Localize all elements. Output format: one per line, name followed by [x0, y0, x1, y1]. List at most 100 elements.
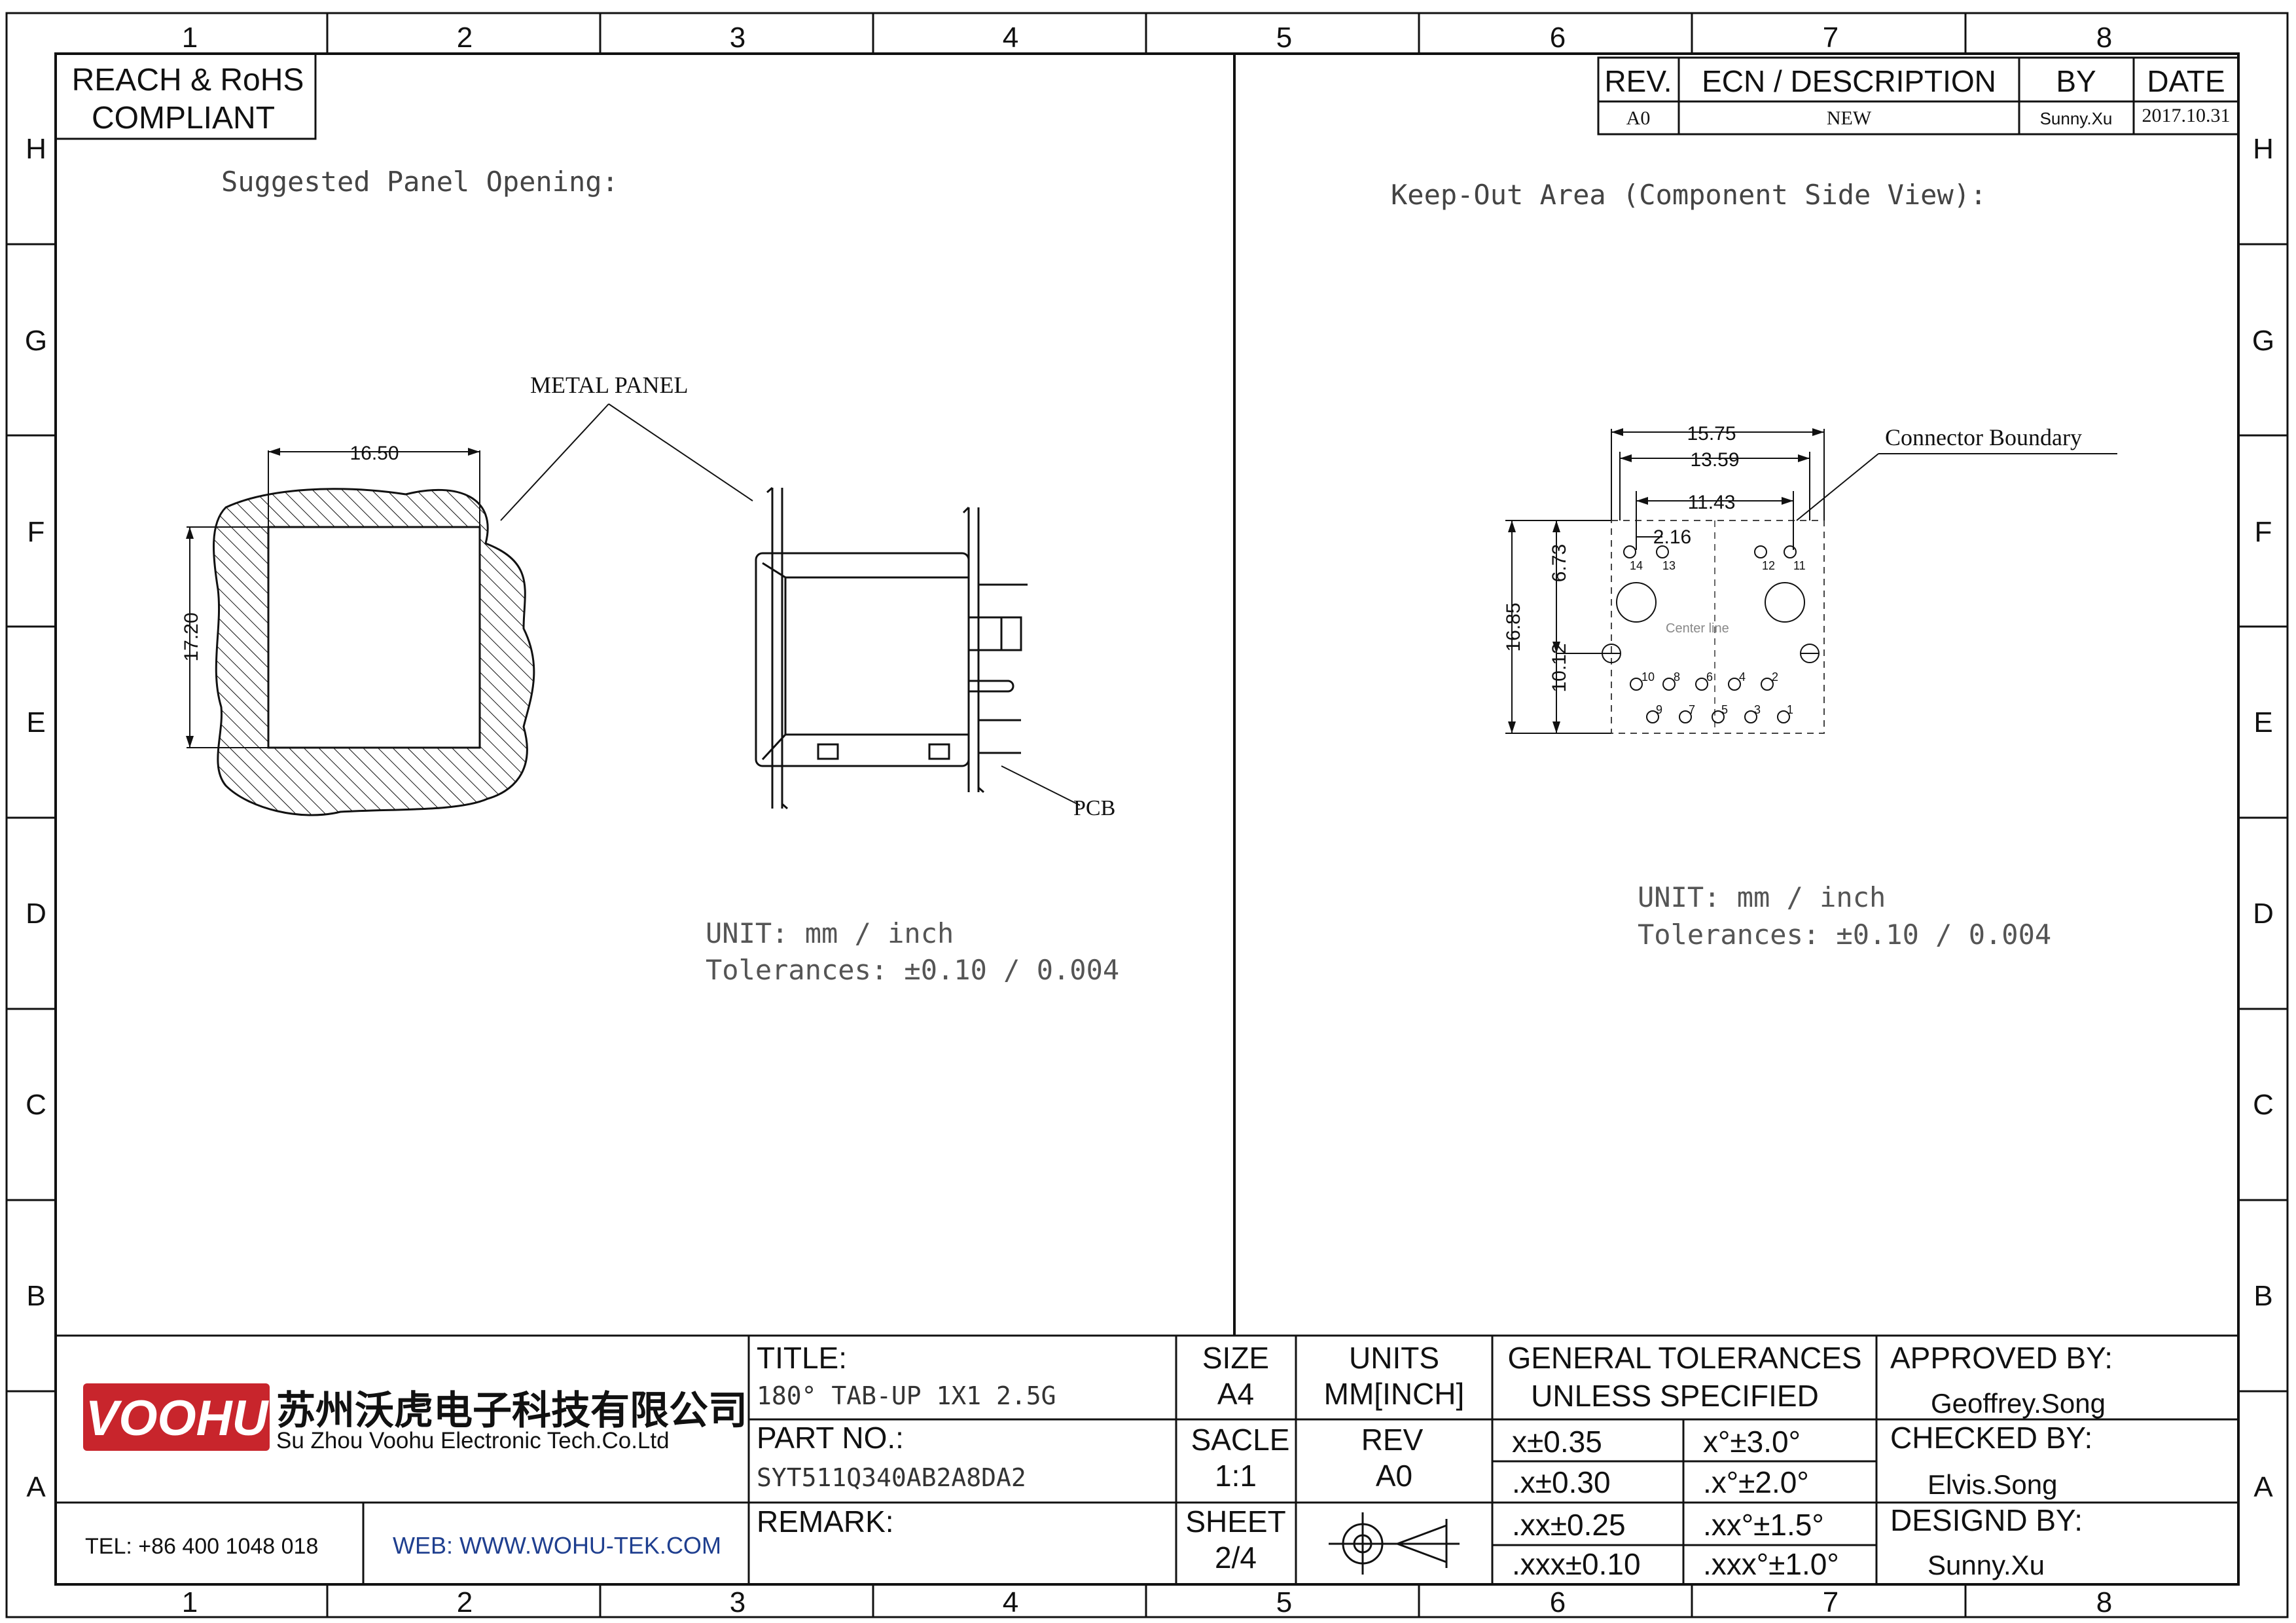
tolerance-cell: .xx±0.25 [1512, 1508, 1626, 1542]
row-label: F [27, 516, 45, 548]
tolerance-cell: .x°±2.0° [1703, 1465, 1809, 1499]
logo-text: VOOHU [86, 1391, 270, 1446]
hatched-panel [213, 488, 535, 816]
tolerance-header: GENERAL TOLERANCES [1507, 1341, 1861, 1375]
general-tolerances: GENERAL TOLERANCES UNLESS SPECIFIED x±0.… [1507, 1341, 1861, 1581]
right-tolerance-note: Tolerances: ±0.10 / 0.004 [1638, 919, 2051, 951]
title-block-labels: TITLE: PART NO.: REMARK: [757, 1341, 904, 1539]
rev-value: A0 [1376, 1459, 1412, 1493]
row-label: B [26, 1280, 45, 1312]
pcb-label: PCB [1073, 796, 1115, 820]
drawing-frame [5, 12, 2289, 1618]
pin-label: 2 [1772, 670, 1778, 684]
dim-13-59: 13.59 [1690, 449, 1739, 471]
date-header: DATE [2147, 64, 2225, 98]
tolerance-cell: .x±0.30 [1512, 1465, 1611, 1499]
row-label: E [2253, 706, 2272, 739]
pin-label: 10 [1641, 670, 1655, 684]
pin-label: 11 [1793, 559, 1806, 572]
title-value: 180° TAB-UP 1X1 2.5G [757, 1381, 1056, 1410]
first-angle-projection-icon [1329, 1512, 1460, 1575]
row-labels: H G F E D C B A H G F E D C B A [25, 133, 2274, 1503]
units-value: MM[INCH] [1324, 1377, 1465, 1411]
col-label: 5 [1276, 1586, 1292, 1618]
designed-by-value: Sunny.Xu [1928, 1550, 2045, 1580]
col-label: 4 [1003, 1586, 1018, 1618]
size-scale-sheet: SIZE A4 SACLE 1:1 SHEET 2/4 UNITS MM[INC… [1185, 1341, 1464, 1575]
dim-10-12: 10.12 [1549, 643, 1570, 692]
col-label: 7 [1823, 22, 1839, 54]
pin-label: 14 [1630, 559, 1643, 572]
rev-cell: A0 [1626, 107, 1651, 129]
connector-boundary-label: Connector Boundary [1885, 424, 2082, 450]
revision-header: REV. ECN / DESCRIPTION BY DATE [1604, 64, 2225, 98]
metal-panel-label: METAL PANEL [530, 372, 688, 398]
col-label: 1 [182, 22, 198, 54]
title-block-grid [56, 1334, 2238, 1584]
row-label: H [26, 133, 46, 165]
approved-by-value: Geoffrey.Song [1931, 1388, 2106, 1419]
right-unit-note: UNIT: mm / inch [1638, 881, 1886, 913]
pin-label: 3 [1754, 703, 1761, 716]
approved-by-label: APPROVED BY: [1890, 1341, 2113, 1375]
column-labels: 1 2 3 4 5 6 7 8 1 2 3 4 5 6 7 8 [182, 22, 2112, 1618]
col-label: 4 [1003, 22, 1018, 54]
col-label: 6 [1550, 1586, 1566, 1618]
row-label: D [2253, 898, 2274, 930]
dim-2-16: 2.16 [1653, 526, 1691, 548]
revision-row: A0 NEW Sunny.Xu 2017.10.31 [1626, 105, 2231, 129]
company-name-en: Su Zhou Voohu Electronic Tech.Co.Ltd [276, 1428, 670, 1453]
compliance-line2: COMPLIANT [92, 101, 275, 136]
checked-by-value: Elvis.Song [1928, 1469, 2057, 1500]
company-name-cn: 苏州沃虎电子科技有限公司 [276, 1389, 747, 1432]
pin-label: 4 [1739, 670, 1746, 684]
tolerance-cell: x±0.35 [1512, 1425, 1602, 1459]
units-label: UNITS [1349, 1341, 1439, 1375]
col-label: 3 [730, 22, 745, 54]
sheet-label: SHEET [1185, 1504, 1285, 1539]
left-unit-note: UNIT: mm / inch [706, 917, 954, 949]
description-cell: NEW [1827, 107, 1872, 129]
tolerance-subheader: UNLESS SPECIFIED [1531, 1379, 1819, 1413]
panel-opening-drawing: 16.50 17.20 [181, 443, 535, 816]
approval-block: APPROVED BY: Geoffrey.Song CHECKED BY: E… [1890, 1341, 2113, 1580]
tolerance-cell: .xxx°±1.0° [1703, 1547, 1839, 1581]
panel-opening-heading: Suggested Panel Opening: [221, 166, 619, 198]
voohu-logo: VOOHU [83, 1383, 270, 1451]
col-label: 2 [457, 22, 473, 54]
row-label: D [26, 898, 46, 930]
row-label: A [2253, 1471, 2273, 1503]
tolerance-cell: .xx°±1.5° [1703, 1508, 1824, 1542]
compliance-box: REACH & RoHS COMPLIANT [54, 52, 317, 140]
row-label: G [25, 325, 47, 357]
col-label: 5 [1276, 22, 1292, 54]
pin-label: 13 [1662, 559, 1676, 572]
dim-16-85: 16.85 [1503, 602, 1524, 651]
by-cell: Sunny.Xu [2040, 109, 2113, 128]
dim-6-73: 6.73 [1549, 544, 1570, 582]
tolerance-cell: .xxx±0.10 [1512, 1547, 1641, 1581]
pin-label: 7 [1689, 703, 1695, 716]
date-cell: 2017.10.31 [2142, 105, 2231, 126]
boundary-leader [1796, 453, 2117, 521]
zone-ticks [7, 13, 2287, 1617]
col-label: 2 [457, 1586, 473, 1618]
scale-label: SACLE [1191, 1423, 1290, 1457]
size-value: A4 [1217, 1377, 1254, 1411]
pin-label: 9 [1656, 703, 1662, 716]
part-number-value: SYT511Q340AB2A8DA2 [757, 1463, 1026, 1492]
col-label: 1 [182, 1586, 198, 1618]
sheet-value: 2/4 [1215, 1541, 1257, 1575]
pin-label: 6 [1706, 670, 1713, 684]
rev-header: REV. [1604, 64, 1672, 98]
part-number-label: PART NO.: [757, 1421, 904, 1455]
keep-out-heading: Keep-Out Area (Component Side View): [1391, 179, 1986, 211]
designed-by-label: DESIGND BY: [1890, 1503, 2083, 1537]
website: WEB: WWW.WOHU-TEK.COM [393, 1532, 721, 1559]
row-label: E [26, 706, 45, 739]
row-label: C [2253, 1089, 2274, 1121]
row-label: B [2253, 1280, 2272, 1312]
dim-11-43: 11.43 [1688, 492, 1736, 513]
pin-label: 5 [1721, 703, 1728, 716]
